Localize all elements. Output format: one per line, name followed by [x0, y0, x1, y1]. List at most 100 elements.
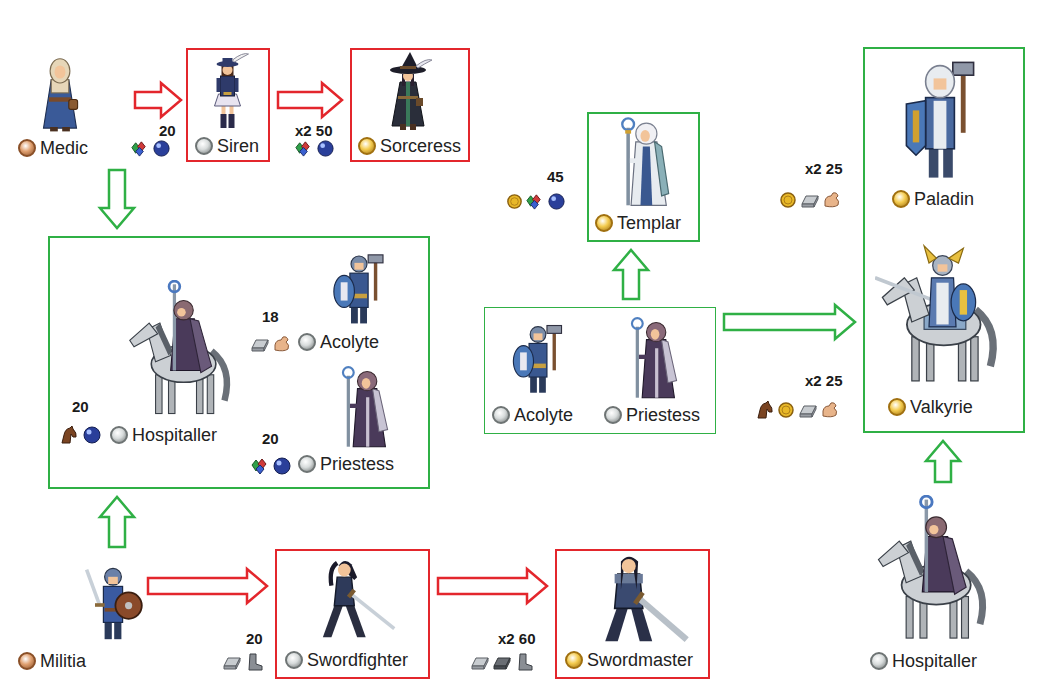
- gem-icon: [252, 459, 266, 474]
- cost-number: 45: [546, 168, 565, 186]
- siren-sprite: [215, 54, 249, 128]
- class-name: Acolyte: [514, 404, 573, 426]
- orb-icon: [154, 141, 169, 156]
- gem-icon: [296, 142, 309, 156]
- class-label: Medic: [18, 137, 88, 159]
- orb-icon: [549, 194, 564, 209]
- class-name: Swordmaster: [587, 649, 693, 671]
- horse-icon: [62, 426, 76, 443]
- tier-badge: [298, 333, 316, 351]
- horse-icon: [758, 401, 772, 418]
- paladin-sprite: [906, 62, 973, 177]
- sorceress-sprite: [390, 52, 432, 130]
- class-name: Militia: [40, 650, 86, 672]
- class-name: Priestess: [626, 404, 700, 426]
- block-arrow: [724, 305, 855, 339]
- class-box: Templar: [587, 112, 700, 242]
- class-label: Hospitaller: [870, 650, 977, 672]
- class-name: Sorceress: [380, 135, 461, 157]
- tier-badge: [18, 139, 36, 157]
- class-name: Swordfighter: [307, 649, 408, 671]
- hospitaller-sprite: [130, 281, 227, 413]
- cost-number: 20: [72, 398, 89, 416]
- valkyrie-sprite: [875, 246, 993, 381]
- class-label: Priestess: [298, 453, 394, 475]
- strength-icon: [823, 403, 837, 417]
- priestess-sprite: [343, 367, 388, 447]
- cost-number: x2 60: [497, 630, 537, 648]
- class-name: Templar: [617, 212, 681, 234]
- class-name: Valkyrie: [910, 396, 973, 418]
- class-box: Sorceress: [350, 48, 470, 162]
- class-label: Valkyrie: [888, 396, 973, 418]
- class-box: Swordmaster: [555, 549, 710, 679]
- class-name: Acolyte: [320, 331, 379, 353]
- class-node: Militia: [12, 555, 140, 675]
- swordmaster-sprite: [605, 557, 686, 642]
- ingot-icon: [802, 196, 818, 207]
- class-node: Priestess: [602, 312, 712, 428]
- block-arrow: [100, 170, 134, 228]
- tier-badge: [492, 406, 510, 424]
- militia-sprite: [87, 568, 142, 639]
- priestess-sprite: [632, 318, 677, 398]
- class-node: Medic: [10, 50, 130, 162]
- class-label: Priestess: [604, 404, 700, 426]
- coin-icon: [779, 403, 793, 417]
- class-box: PaladinValkyrie: [863, 47, 1025, 433]
- gem-icon: [132, 142, 145, 156]
- class-node: 18Acolyte: [250, 245, 422, 360]
- class-name: Paladin: [914, 188, 974, 210]
- class-name: Hospitaller: [892, 650, 977, 672]
- tier-badge: [195, 137, 213, 155]
- tier-badge: [565, 651, 583, 669]
- class-node: Paladin: [868, 52, 1020, 212]
- class-label: Templar: [595, 212, 681, 234]
- class-node: Hospitaller: [860, 490, 1015, 685]
- ingot-icon: [224, 658, 240, 669]
- class-box: Siren: [186, 48, 270, 162]
- block-arrow: [135, 83, 181, 117]
- class-label: Acolyte: [492, 404, 573, 426]
- tier-badge: [285, 651, 303, 669]
- cost-number: 20: [158, 122, 177, 140]
- class-box: Acolyte Priestess: [484, 307, 716, 434]
- cost-number: x2 25: [805, 160, 843, 178]
- block-arrow: [148, 569, 267, 603]
- class-label: Militia: [18, 650, 86, 672]
- swordfighter-sprite: [323, 561, 394, 637]
- tier-badge: [888, 398, 906, 416]
- medic-sprite: [44, 59, 78, 132]
- dark-ingot-icon: [494, 658, 510, 669]
- ingot-icon: [800, 406, 816, 417]
- coin-icon: [781, 193, 795, 207]
- class-name: Priestess: [320, 453, 394, 475]
- strength-icon: [825, 193, 839, 207]
- class-node: 20Hospitaller: [56, 270, 246, 480]
- class-label: Hospitaller: [110, 424, 217, 446]
- templar-sprite: [622, 118, 668, 205]
- boot-icon: [249, 654, 262, 670]
- acolyte-sprite: [334, 255, 383, 324]
- class-node: Acolyte: [490, 312, 602, 428]
- class-name: Medic: [40, 137, 88, 159]
- cost-number: x2 50: [294, 122, 334, 140]
- class-name: Hospitaller: [132, 424, 217, 446]
- cost-number: 20: [262, 430, 279, 448]
- class-node: 20Priestess: [250, 362, 425, 480]
- coin-icon: [508, 195, 521, 208]
- gem-icon: [527, 195, 540, 209]
- ingot-icon: [252, 340, 268, 351]
- tier-badge: [298, 455, 316, 473]
- class-label: Sorceress: [358, 135, 461, 157]
- tier-badge: [18, 652, 36, 670]
- block-arrow: [100, 497, 134, 547]
- class-box: 20Hospitaller18Acolyte20Priestess: [48, 236, 430, 489]
- class-name: Siren: [217, 135, 259, 157]
- tier-badge: [595, 214, 613, 232]
- cost-number: 20: [245, 630, 264, 648]
- class-box: Swordfighter: [275, 549, 430, 679]
- orb-icon: [84, 427, 100, 443]
